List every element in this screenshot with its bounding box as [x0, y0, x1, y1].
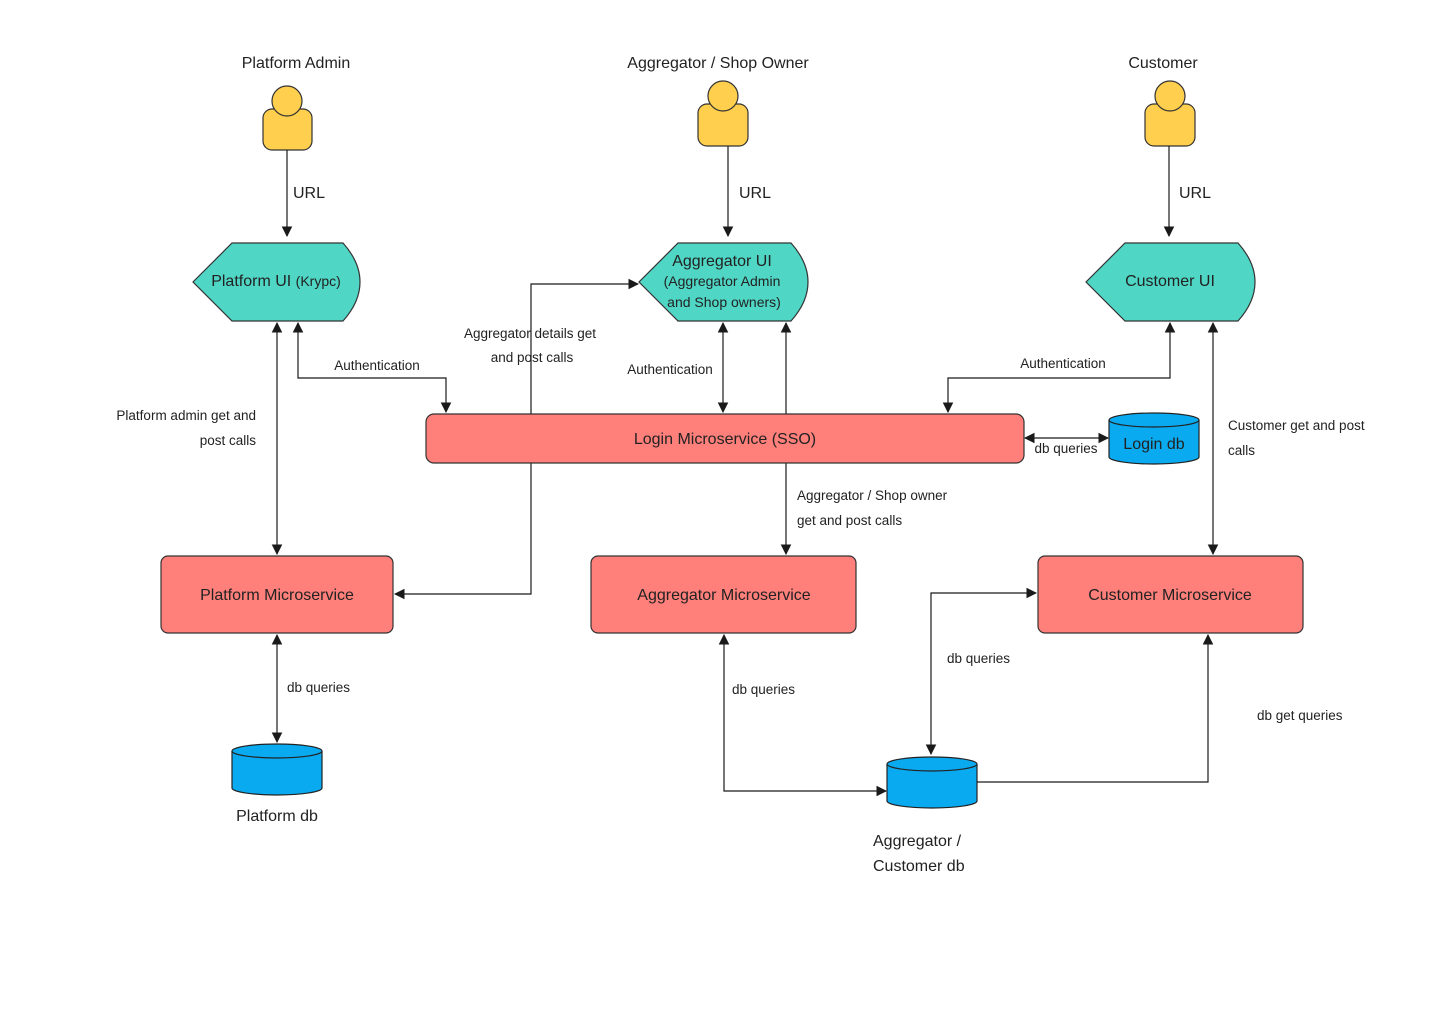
edge-label-db-queries: db queries: [1034, 441, 1097, 456]
actor-platform-admin: Platform Admin: [242, 55, 350, 151]
platform-db: Platform db: [231, 743, 323, 825]
edge-label-db-get-queries: db get queries: [1257, 708, 1343, 723]
aggregator-ui-sublabel: and Shop owners): [667, 294, 781, 310]
aggregator-ui-label: Aggregator UI: [672, 253, 772, 270]
edge-label-db-queries: db queries: [732, 682, 795, 697]
database-icon: [1108, 420, 1200, 465]
aggregator-microservice-label: Aggregator Microservice: [637, 587, 811, 604]
customer-ui-node: Customer UI: [1085, 242, 1256, 322]
platform-microservice: Platform Microservice: [160, 555, 394, 634]
actor-aggregator-owner: Aggregator / Shop Owner: [627, 55, 809, 147]
aggregator-customer-db: Aggregator / Customer db: [873, 756, 978, 875]
display-shape: [638, 242, 809, 322]
database-icon: [886, 764, 978, 809]
platform-ui-node: Platform UI (Krypc): [192, 242, 361, 322]
display-shape: [1085, 242, 1256, 322]
edge-label-authentication: Authentication: [1020, 356, 1106, 371]
display-shape: [192, 242, 361, 322]
edge-label-db-queries: db queries: [947, 651, 1010, 666]
aggregator-ui-sublabel: (Aggregator Admin: [664, 273, 781, 289]
edge-customer-db-get: [977, 633, 1214, 783]
customer-microservice: Customer Microservice: [1037, 555, 1304, 634]
platform-db-label: Platform db: [236, 808, 318, 825]
database-icon: [231, 751, 323, 796]
edge-label-db-queries: db queries: [287, 680, 350, 695]
edge-label-agg-calls: get and post calls: [797, 513, 902, 528]
edge-label-url: URL: [739, 185, 771, 202]
platform-ui-label: Platform UI (Krypc): [211, 273, 341, 290]
customer-microservice-label: Customer Microservice: [1088, 587, 1252, 604]
edge-label-agg-details: and post calls: [491, 350, 574, 365]
customer-ui-label: Customer UI: [1125, 273, 1215, 290]
edge-label-platform-calls: post calls: [200, 433, 257, 448]
actor-label: Platform Admin: [242, 55, 350, 72]
actor-label: Customer: [1128, 55, 1198, 72]
platform-microservice-label: Platform Microservice: [200, 587, 354, 604]
person-icon: [697, 80, 749, 147]
edge-customer-db: [925, 587, 1038, 756]
edge-aggregator-db: [718, 633, 888, 797]
person-icon: [1144, 80, 1196, 147]
edge-label-authentication: Authentication: [334, 358, 420, 373]
actor-customer: Customer: [1128, 55, 1198, 147]
login-db-label: Login db: [1123, 436, 1184, 453]
edge-label-authentication: Authentication: [627, 362, 713, 377]
edge-label-url: URL: [1179, 185, 1211, 202]
edge-label-platform-calls: Platform admin get and: [116, 408, 256, 423]
edge-label-url: URL: [293, 185, 325, 202]
person-icon: [262, 85, 313, 151]
actor-label: Aggregator / Shop Owner: [627, 55, 809, 72]
edge-customer-auth: [942, 321, 1176, 414]
edge-labels: Authentication Authentication Authentica…: [116, 326, 1364, 723]
edge-label-agg-details: Aggregator details get: [464, 326, 596, 341]
url-edges: URL URL URL: [281, 146, 1211, 238]
login-microservice-label: Login Microservice (SSO): [634, 431, 816, 448]
aggregator-ui-node: Aggregator UI (Aggregator Admin and Shop…: [638, 242, 809, 322]
edge-label-customer-calls: Customer get and post: [1228, 418, 1365, 433]
agg-cust-db-label: Aggregator /: [873, 833, 962, 850]
agg-cust-db-label: Customer db: [873, 858, 965, 875]
login-microservice: Login Microservice (SSO): [425, 413, 1025, 464]
edge-label-agg-calls: Aggregator / Shop owner: [797, 488, 948, 503]
edge-label-customer-calls: calls: [1228, 443, 1255, 458]
aggregator-microservice: Aggregator Microservice: [590, 555, 857, 634]
login-db: Login db: [1108, 412, 1200, 465]
